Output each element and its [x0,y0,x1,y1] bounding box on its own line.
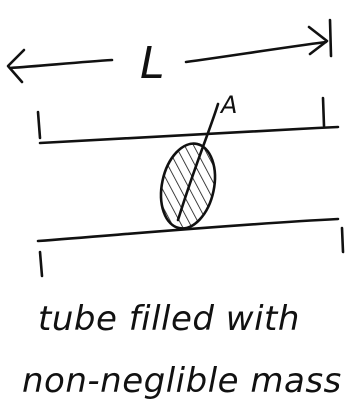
caption-line-2: non-neglible mass [22,361,342,401]
tube-bottom-line [36,217,340,243]
tube-bottom-wall [36,217,345,278]
length-dimension: L [6,18,333,89]
tube-bottom-left-tick [38,250,44,278]
tube-bottom-right-tick [340,226,345,254]
length-arrow-left-line [8,58,114,70]
label-a: A [219,91,237,119]
length-tick-right [328,18,333,58]
caption: tube filled with non-neglible mass [22,299,342,401]
length-arrow-left-head [6,48,26,84]
tube-top-line [38,125,340,145]
tube-top-right-tick [321,96,326,128]
tube-top-left-tick [36,110,42,140]
length-arrow-right-line [184,40,328,64]
tube-top-wall [36,96,340,145]
label-a-pointer [176,102,220,222]
caption-line-1: tube filled with [38,299,300,339]
length-label: L [140,38,165,89]
mass-a: A [159,91,237,230]
length-arrow-right-head [307,25,329,56]
